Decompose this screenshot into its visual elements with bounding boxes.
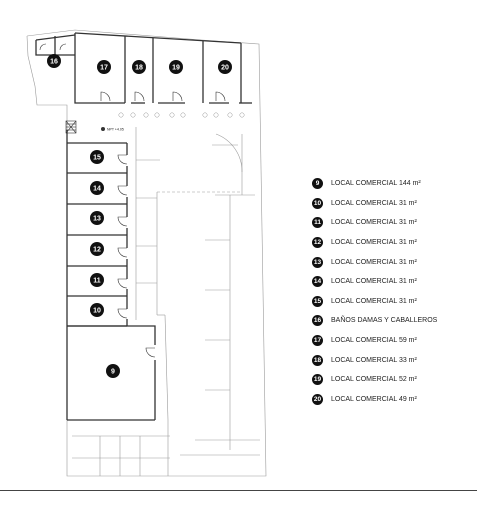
unit-marker-11: 11	[90, 273, 104, 287]
legend-badge: 11	[312, 217, 323, 229]
footer-divider	[0, 490, 477, 491]
unit-marker-17: 17	[97, 60, 111, 74]
svg-text:15: 15	[93, 155, 101, 162]
svg-text:11: 11	[93, 278, 101, 285]
unit-marker-19: 19	[169, 60, 183, 74]
legend-badge: 18	[312, 354, 323, 366]
svg-text:16: 16	[50, 59, 58, 66]
legend-label: LOCAL COMERCIAL 31 m²	[331, 219, 417, 227]
svg-text:13: 13	[93, 216, 101, 223]
legend-badge: 12	[312, 237, 323, 249]
svg-text:10: 10	[93, 308, 101, 315]
legend-label: LOCAL COMERCIAL 52 m²	[331, 376, 417, 384]
legend-label: LOCAL COMERCIAL 59 m²	[331, 337, 417, 345]
unit-marker-20: 20	[218, 60, 232, 74]
legend-badge: 15	[312, 295, 323, 307]
legend-badge: 9	[312, 178, 323, 190]
legend-badge: 14	[312, 276, 323, 288]
svg-text:9: 9	[111, 369, 115, 376]
legend-label: LOCAL COMERCIAL 31 m²	[331, 278, 417, 286]
svg-text:19: 19	[172, 65, 180, 72]
legend-badge: 19	[312, 374, 323, 386]
unit-marker-12: 12	[90, 242, 104, 256]
legend-label: LOCAL COMERCIAL 144 m²	[331, 180, 421, 188]
unit-marker-10: 10	[90, 303, 104, 317]
unit-marker-16: 16	[47, 54, 61, 68]
legend-item-18: 18 LOCAL COMERCIAL 33 m²	[312, 350, 472, 370]
legend-item-20: 20 LOCAL COMERCIAL 49 m²	[312, 390, 472, 410]
level-note: NPT +4.05	[107, 128, 124, 132]
svg-text:17: 17	[100, 65, 108, 72]
svg-text:12: 12	[93, 247, 101, 254]
legend-label: LOCAL COMERCIAL 31 m²	[331, 297, 417, 305]
legend-item-10: 10 LOCAL COMERCIAL 31 m²	[312, 194, 472, 214]
legend-item-16: 16 BAÑOS DAMAS Y CABALLEROS	[312, 311, 472, 331]
legend-badge: 16	[312, 315, 323, 327]
legend-badge: 10	[312, 197, 323, 209]
legend-label: LOCAL COMERCIAL 33 m²	[331, 356, 417, 364]
legend-item-9: 9 LOCAL COMERCIAL 144 m²	[312, 174, 472, 194]
unit-marker-13: 13	[90, 211, 104, 225]
legend-item-13: 13 LOCAL COMERCIAL 31 m²	[312, 252, 472, 272]
legend-badge: 17	[312, 335, 323, 347]
svg-text:18: 18	[135, 65, 143, 72]
svg-text:20: 20	[221, 65, 229, 72]
legend-item-19: 19 LOCAL COMERCIAL 52 m²	[312, 370, 472, 390]
legend-item-15: 15 LOCAL COMERCIAL 31 m²	[312, 292, 472, 312]
legend-label: LOCAL COMERCIAL 31 m²	[331, 239, 417, 247]
unit-marker-9: 9	[106, 364, 120, 378]
legend-item-14: 14 LOCAL COMERCIAL 31 m²	[312, 272, 472, 292]
unit-marker-14: 14	[90, 181, 104, 195]
legend-item-17: 17 LOCAL COMERCIAL 59 m²	[312, 331, 472, 351]
legend-item-12: 12 LOCAL COMERCIAL 31 m²	[312, 233, 472, 253]
legend-label: LOCAL COMERCIAL 31 m²	[331, 258, 417, 266]
legend-item-11: 11 LOCAL COMERCIAL 31 m²	[312, 213, 472, 233]
legend-badge: 20	[312, 393, 323, 405]
unit-marker-18: 18	[132, 60, 146, 74]
legend-label: LOCAL COMERCIAL 49 m²	[331, 395, 417, 403]
level-marker-icon	[101, 127, 105, 131]
legend-label: BAÑOS DAMAS Y CABALLEROS	[331, 317, 438, 325]
legend-badge: 13	[312, 256, 323, 268]
legend-label: LOCAL COMERCIAL 31 m²	[331, 199, 417, 207]
unit-marker-15: 15	[90, 150, 104, 164]
svg-text:14: 14	[93, 186, 101, 193]
